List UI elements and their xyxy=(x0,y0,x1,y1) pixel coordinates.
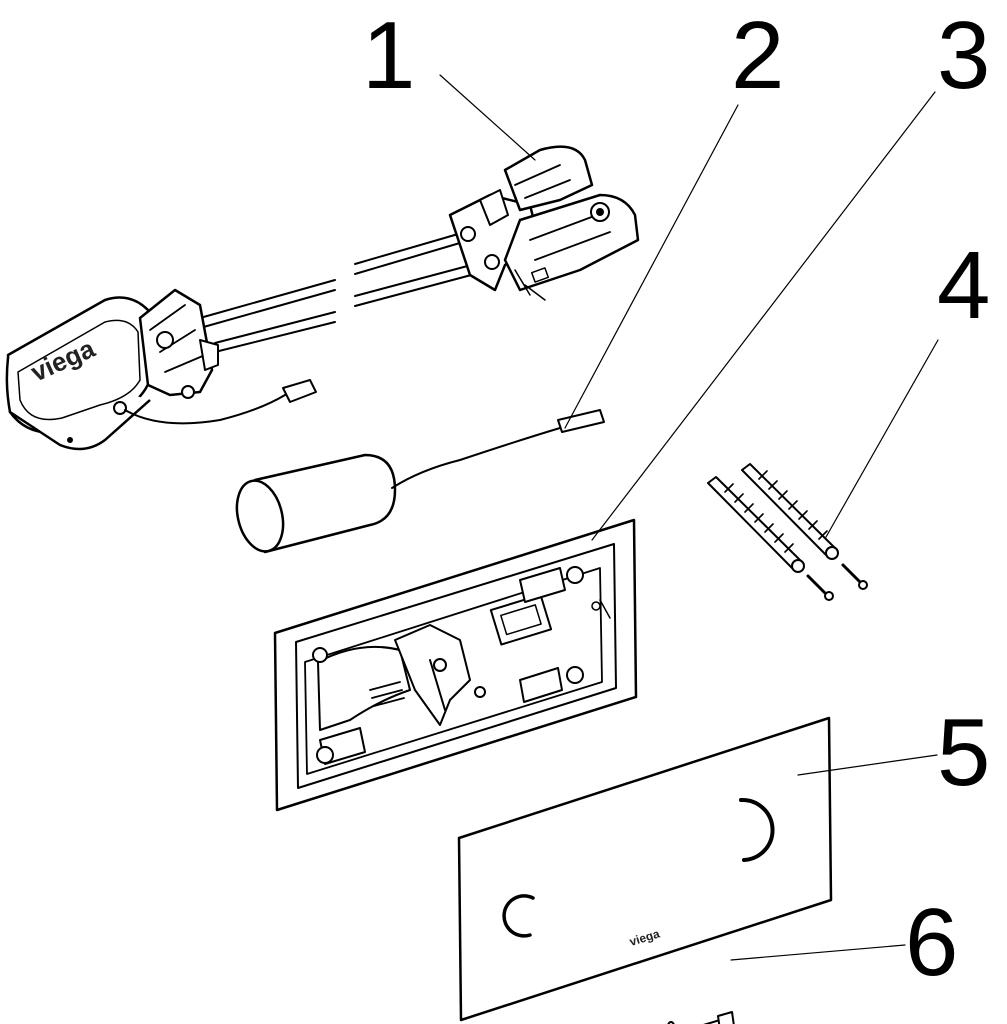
callout-5: 5 xyxy=(937,699,990,806)
callout-3: 3 xyxy=(937,2,990,109)
callout-numbers: 1 2 3 4 5 6 xyxy=(362,2,990,996)
callout-6: 6 xyxy=(905,889,958,996)
part-3-mounting-frame xyxy=(273,518,638,812)
plug-1 xyxy=(707,476,805,573)
part-4-plugs-and-screws xyxy=(707,463,868,601)
part-2-sensor-cylinder xyxy=(235,409,605,554)
part-5-cover-plate: viega xyxy=(457,716,833,1022)
callout-4: 4 xyxy=(937,232,990,339)
callout-1: 1 xyxy=(362,2,415,109)
actuator-housing: viega xyxy=(5,288,219,451)
actuator-cable xyxy=(124,379,317,425)
receiver-unit xyxy=(448,145,640,301)
screw-2 xyxy=(841,563,868,590)
plug-2 xyxy=(741,463,839,560)
part-6-pin xyxy=(667,1011,735,1024)
bowden-rods xyxy=(199,231,491,353)
callout-2: 2 xyxy=(731,2,784,109)
leader-lines xyxy=(439,74,939,961)
part-1-actuator-assembly: viega xyxy=(5,145,640,451)
screw-1 xyxy=(806,574,834,601)
